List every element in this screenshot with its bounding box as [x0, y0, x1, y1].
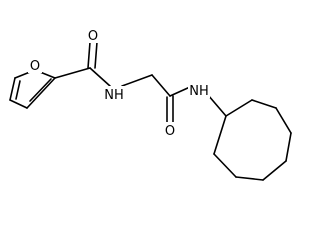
ring-bond-6 — [235, 176, 264, 181]
bond-carbonyl1-o — [87, 41, 91, 69]
ring-bond-2 — [251, 99, 277, 109]
bond-carbonyl2-n2 — [169, 86, 191, 97]
ring-bond-5 — [262, 160, 287, 181]
carbonyl-group-2 — [166, 86, 191, 123]
carbonyl-group-1 — [54, 41, 111, 87]
bond-c2-carbonyl1 — [54, 67, 91, 79]
molecule-structure: O O NH O NH — [9, 27, 292, 181]
atom-label-amide-nitrogen-2: NH — [189, 84, 209, 99]
bond-furan-c3-c2-double — [29, 78, 52, 102]
cyclooctane-ring — [213, 99, 292, 181]
atom-label-carbonyl-oxygen-1: O — [88, 29, 98, 44]
bond-furan-c4-c3 — [9, 99, 28, 109]
ring-bond-3 — [275, 107, 292, 134]
bond-furan-c5-c4-double — [15, 80, 21, 100]
bond-furan-o-c5 — [14, 71, 31, 79]
bond-furan-c5-c4 — [9, 77, 16, 101]
atom-label-amide-nitrogen-1: NH — [104, 88, 124, 103]
ring-bond-4 — [285, 132, 292, 162]
methylene-linker — [121, 74, 171, 97]
atom-label-furan-oxygen: O — [30, 59, 40, 74]
bond-furan-c3-c2 — [26, 77, 56, 109]
bond-n2-cyclooctyl — [207, 94, 227, 117]
atom-label-carbonyl-oxygen-2: O — [165, 124, 175, 139]
ring-bond-7 — [213, 153, 237, 178]
bond-n1-ch2 — [121, 74, 153, 87]
ring-bond-1 — [225, 99, 253, 117]
bond-ch2-carbonyl2 — [151, 74, 171, 97]
ring-bond-8 — [213, 115, 227, 155]
bond-furan-o-c2 — [39, 71, 56, 79]
atom-labels: O O NH O NH — [28, 27, 210, 139]
bond-carbonyl1-n1 — [89, 67, 111, 87]
furan-ring — [9, 71, 56, 109]
bond-carbonyl1-o-double — [94, 41, 98, 69]
